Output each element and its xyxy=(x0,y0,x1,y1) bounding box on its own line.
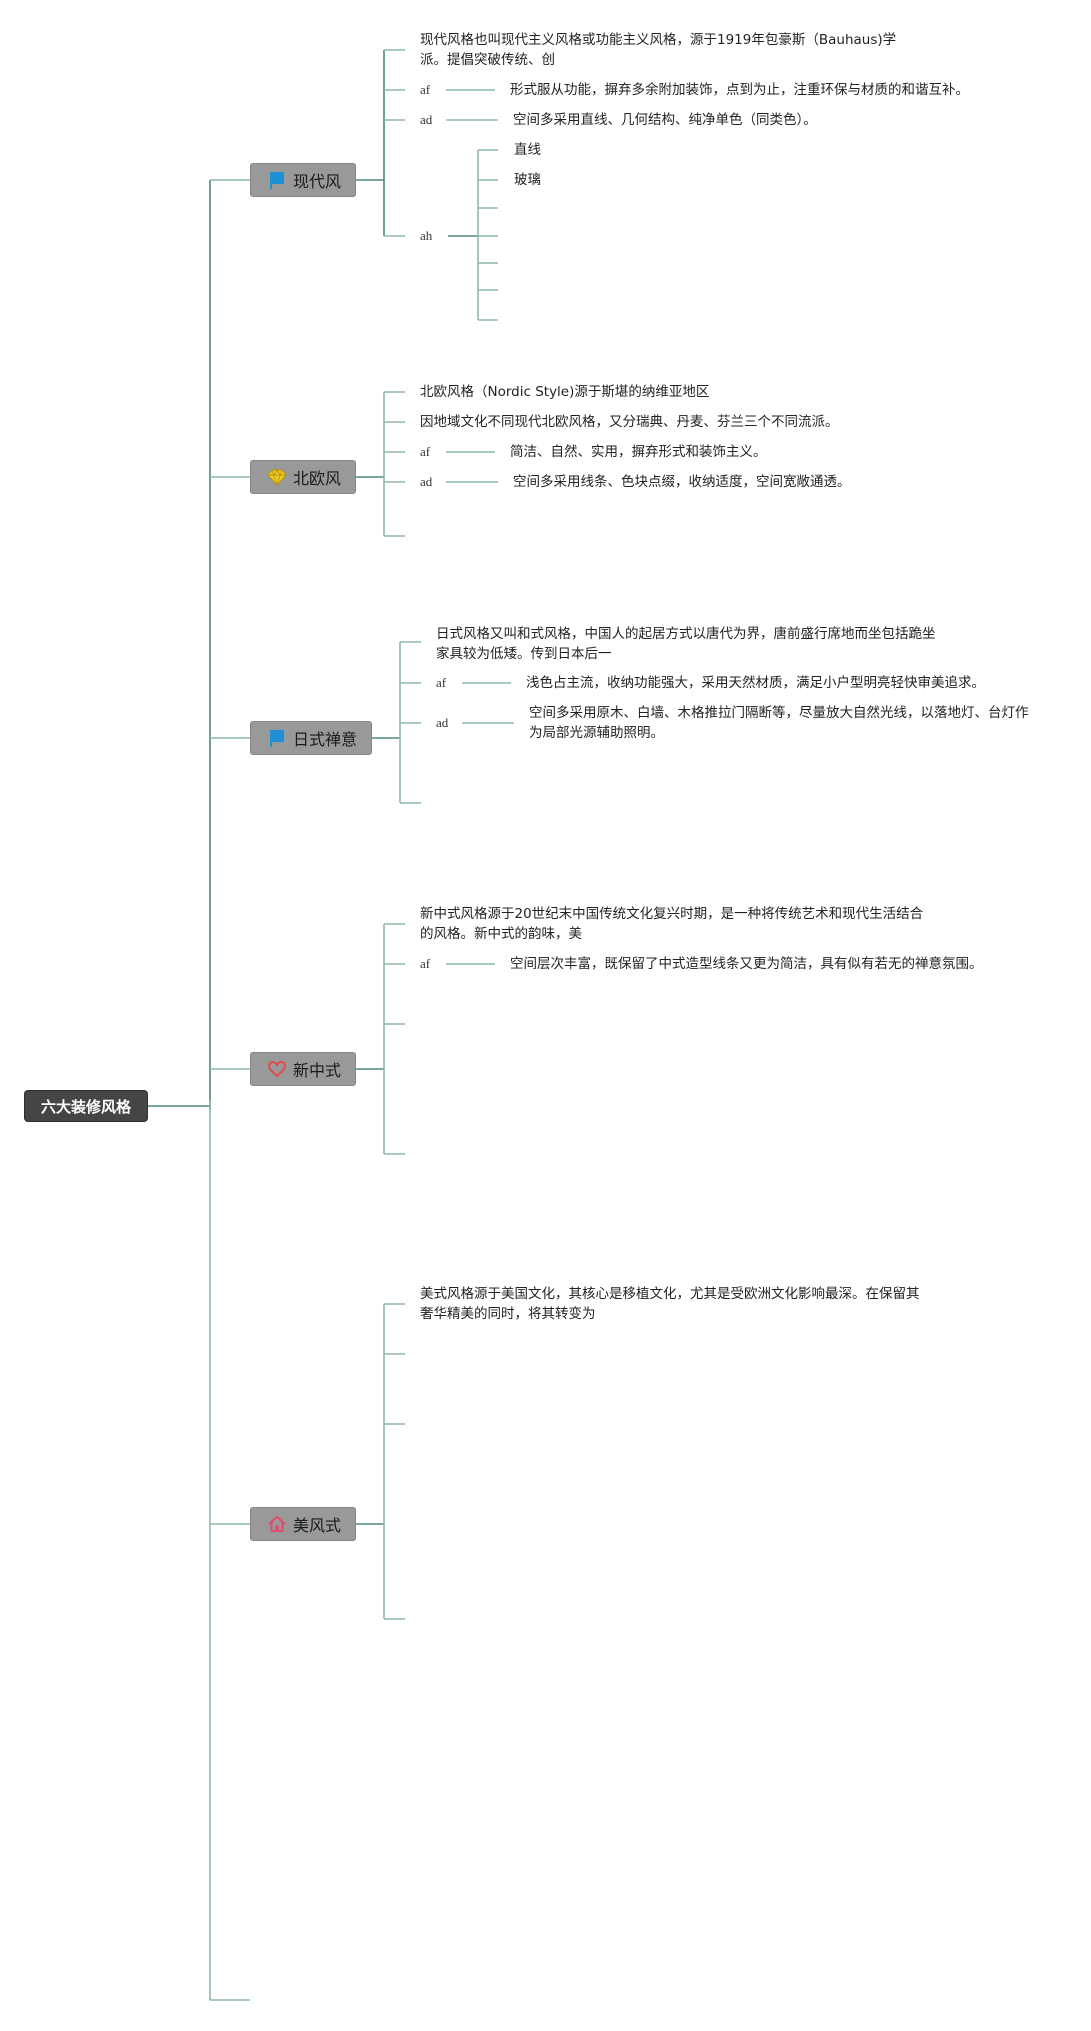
japanese-af-label[interactable]: af xyxy=(436,675,447,690)
modern-af-text[interactable]: 形式服从功能，摒弃多余附加装饰，点到为止，注重环保与材质的和谐互补。 xyxy=(510,82,969,98)
nordic-af-text[interactable]: 简洁、自然、实用，摒弃形式和装饰主义。 xyxy=(510,444,767,460)
gem-icon xyxy=(267,467,287,487)
branch-new-chinese-label: 新中式 xyxy=(293,1061,342,1080)
branch-new-chinese[interactable]: 新中式 xyxy=(250,1052,357,1086)
modern-ad-label[interactable]: ad xyxy=(420,112,433,127)
nordic-af-label[interactable]: af xyxy=(420,444,431,459)
modern-ah-label[interactable]: ah xyxy=(420,228,433,243)
branch-modern[interactable]: 现代风 xyxy=(250,163,357,197)
branch-japanese-label: 日式禅意 xyxy=(293,730,358,749)
flag-icon xyxy=(267,170,287,190)
modern-intro[interactable]: 现代风格也叫现代主义风格或功能主义风格，源于1919年包豪斯（Bauhaus)学… xyxy=(420,32,897,68)
branch-japanese[interactable]: 日式禅意 xyxy=(250,721,373,755)
modern-af-label[interactable]: af xyxy=(420,82,431,97)
branch-nordic-label: 北欧风 xyxy=(293,469,342,488)
nordic-ad-text[interactable]: 空间多采用线条、色块点缀，收纳适度，空间宽敞通透。 xyxy=(513,474,851,490)
home-icon xyxy=(267,1514,287,1534)
nordic-intro-2[interactable]: 因地域文化不同现代北欧风格，又分瑞典、丹麦、芬兰三个不同流派。 xyxy=(420,414,839,430)
chinese-intro[interactable]: 新中式风格源于20世纪末中国传统文化复兴时期，是一种将传统艺术和现代生活结合的风… xyxy=(420,906,924,942)
japanese-ad-text[interactable]: 空间多采用原木、白墙、木格推拉门隔断等，尽量放大自然光线，以落地灯、台灯作为局部… xyxy=(529,705,1029,741)
japanese-intro[interactable]: 日式风格又叫和式风格，中国人的起居方式以唐代为界，唐前盛行席地而坐包括跪坐家具较… xyxy=(436,626,936,662)
modern-ah-item[interactable]: 玻璃 xyxy=(514,172,541,188)
nordic-intro[interactable]: 北欧风格（Nordic Style)源于斯堪的纳维亚地区 xyxy=(420,384,710,400)
modern-ah-item[interactable]: 直线 xyxy=(514,142,541,158)
japanese-af-text[interactable]: 浅色占主流，收纳功能强大，采用天然材质，满足小户型明亮轻快审美追求。 xyxy=(526,675,985,691)
heart-icon xyxy=(267,1059,287,1079)
modern-ad-text[interactable]: 空间多采用直线、几何结构、纯净单色（同类色）。 xyxy=(513,112,817,128)
branch-modern-label: 现代风 xyxy=(293,172,342,191)
chinese-af-text[interactable]: 空间层次丰富，既保留了中式造型线条又更为简洁，具有似有若无的禅意氛围。 xyxy=(510,956,983,972)
branch-nordic[interactable]: 北欧风 xyxy=(250,460,357,494)
japanese-ad-label[interactable]: ad xyxy=(436,715,449,730)
chinese-af-label[interactable]: af xyxy=(420,956,431,971)
root-node[interactable]: 六大装修风格 xyxy=(24,1090,148,1122)
nordic-ad-label[interactable]: ad xyxy=(420,474,433,489)
branch-american-label: 美风式 xyxy=(293,1516,342,1535)
branch-american[interactable]: 美风式 xyxy=(250,1507,357,1541)
american-intro[interactable]: 美式风格源于美国文化，其核心是移植文化，尤其是受欧洲文化影响最深。在保留其奢华精… xyxy=(420,1286,920,1322)
flag-icon xyxy=(267,728,287,748)
root-label: 六大装修风格 xyxy=(40,1097,131,1116)
